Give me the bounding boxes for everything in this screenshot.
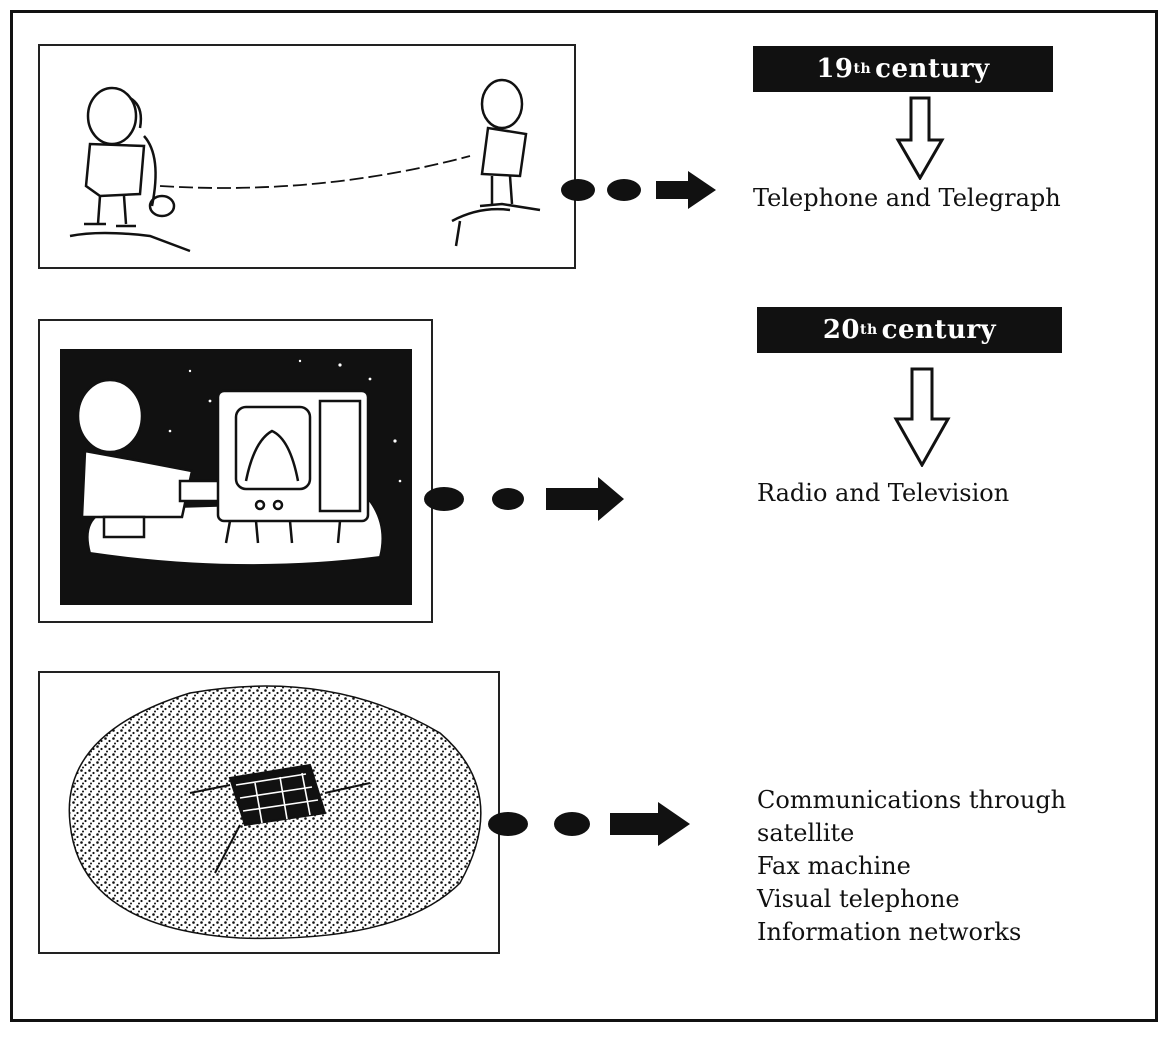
label-radio-television: Radio and Television bbox=[757, 479, 1010, 507]
century-suffix: th bbox=[853, 61, 872, 77]
television-illustration-panel bbox=[38, 319, 433, 623]
century-number: 20 bbox=[822, 315, 861, 345]
telephone-conversation-illustration bbox=[69, 78, 541, 253]
century-number: 19 bbox=[816, 54, 854, 84]
list-item: Communications through bbox=[757, 786, 1067, 814]
telephone-illustration-panel bbox=[38, 44, 576, 269]
list-item: satellite bbox=[757, 819, 855, 847]
hollow-down-arrow-icon bbox=[893, 367, 951, 467]
television-viewer-illustration bbox=[60, 349, 412, 605]
list-item: Visual telephone bbox=[757, 885, 960, 913]
century-word: century bbox=[875, 54, 990, 84]
arrow-television-to-label bbox=[424, 477, 624, 521]
century-suffix: th bbox=[860, 322, 878, 338]
century-word: century bbox=[881, 315, 997, 345]
hollow-down-arrow-icon bbox=[895, 96, 945, 180]
diagram-frame bbox=[10, 10, 1158, 1022]
arrow-satellite-to-label bbox=[488, 802, 690, 846]
satellite-illustration-panel bbox=[38, 671, 500, 954]
list-item: Information networks bbox=[757, 918, 1022, 946]
label-telephone-telegraph: Telephone and Telegraph bbox=[753, 184, 1061, 212]
arrow-telephone-to-label bbox=[561, 171, 716, 209]
modern-communications-list: Communications through satellite Fax mac… bbox=[757, 784, 1066, 949]
list-item: Fax machine bbox=[757, 852, 911, 880]
satellite-over-earth-illustration bbox=[68, 685, 482, 940]
